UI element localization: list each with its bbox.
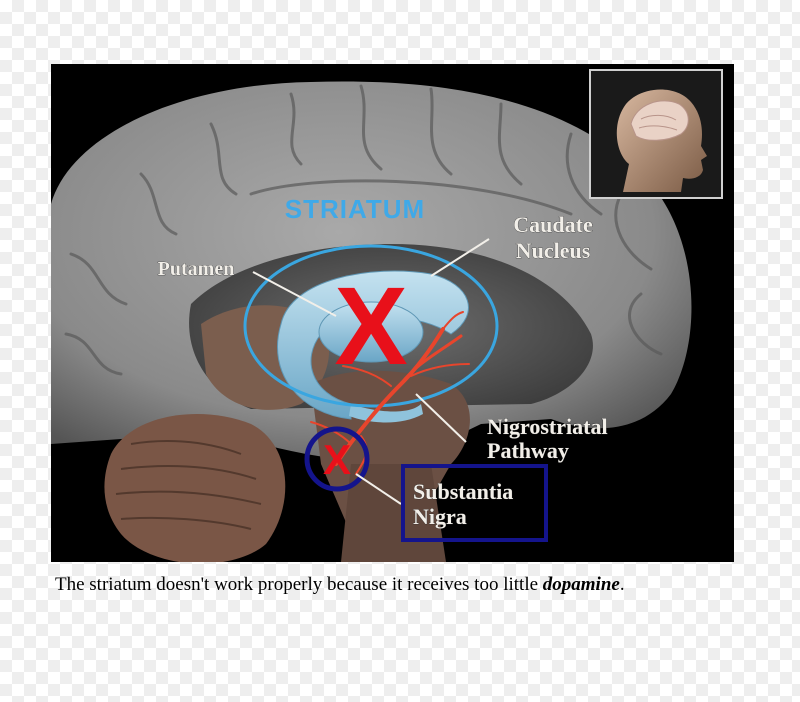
nigrostriatal-label-line1: Nigrostriatal — [487, 414, 608, 439]
putamen-label: Putamen — [158, 258, 235, 280]
striatum-x-mark: X — [334, 265, 407, 388]
brainstem-shape — [341, 464, 446, 562]
figure-caption: The striatum doesn't work properly becau… — [55, 574, 755, 596]
substantia-label-line1: Substantia — [413, 479, 513, 504]
striatum-highlight-ellipse — [243, 244, 499, 408]
caudate-label-line1: Caudate — [513, 212, 593, 237]
leader-lines — [252, 238, 490, 505]
head-thumbnail-icon — [589, 69, 723, 199]
caudate-label-line2: Nucleus — [516, 238, 591, 263]
substantia-x-mark: X — [323, 436, 351, 483]
nigrostriatal-label-line2: Pathway — [487, 438, 569, 463]
nigrostriatal-pathway — [310, 311, 470, 475]
striatum-structure — [277, 270, 469, 423]
caption-end: . — [619, 574, 625, 595]
substantia-label-box — [401, 464, 548, 542]
caption-text: The striatum doesn't work properly becau… — [55, 574, 543, 595]
caption-emphasis: dopamine — [542, 574, 620, 595]
substantia-circle-marker — [304, 426, 370, 492]
diagram-svg: X X STRIATUM Caudate Nucleus Putamen Nig… — [51, 69, 723, 562]
striatum-label: STRIATUM — [285, 194, 425, 224]
brain-diagram: X X STRIATUM Caudate Nucleus Putamen Nig… — [51, 64, 734, 562]
brain-folds — [64, 84, 663, 376]
cerebellum-shape — [104, 414, 286, 562]
substantia-label-line2: Nigra — [413, 504, 467, 529]
